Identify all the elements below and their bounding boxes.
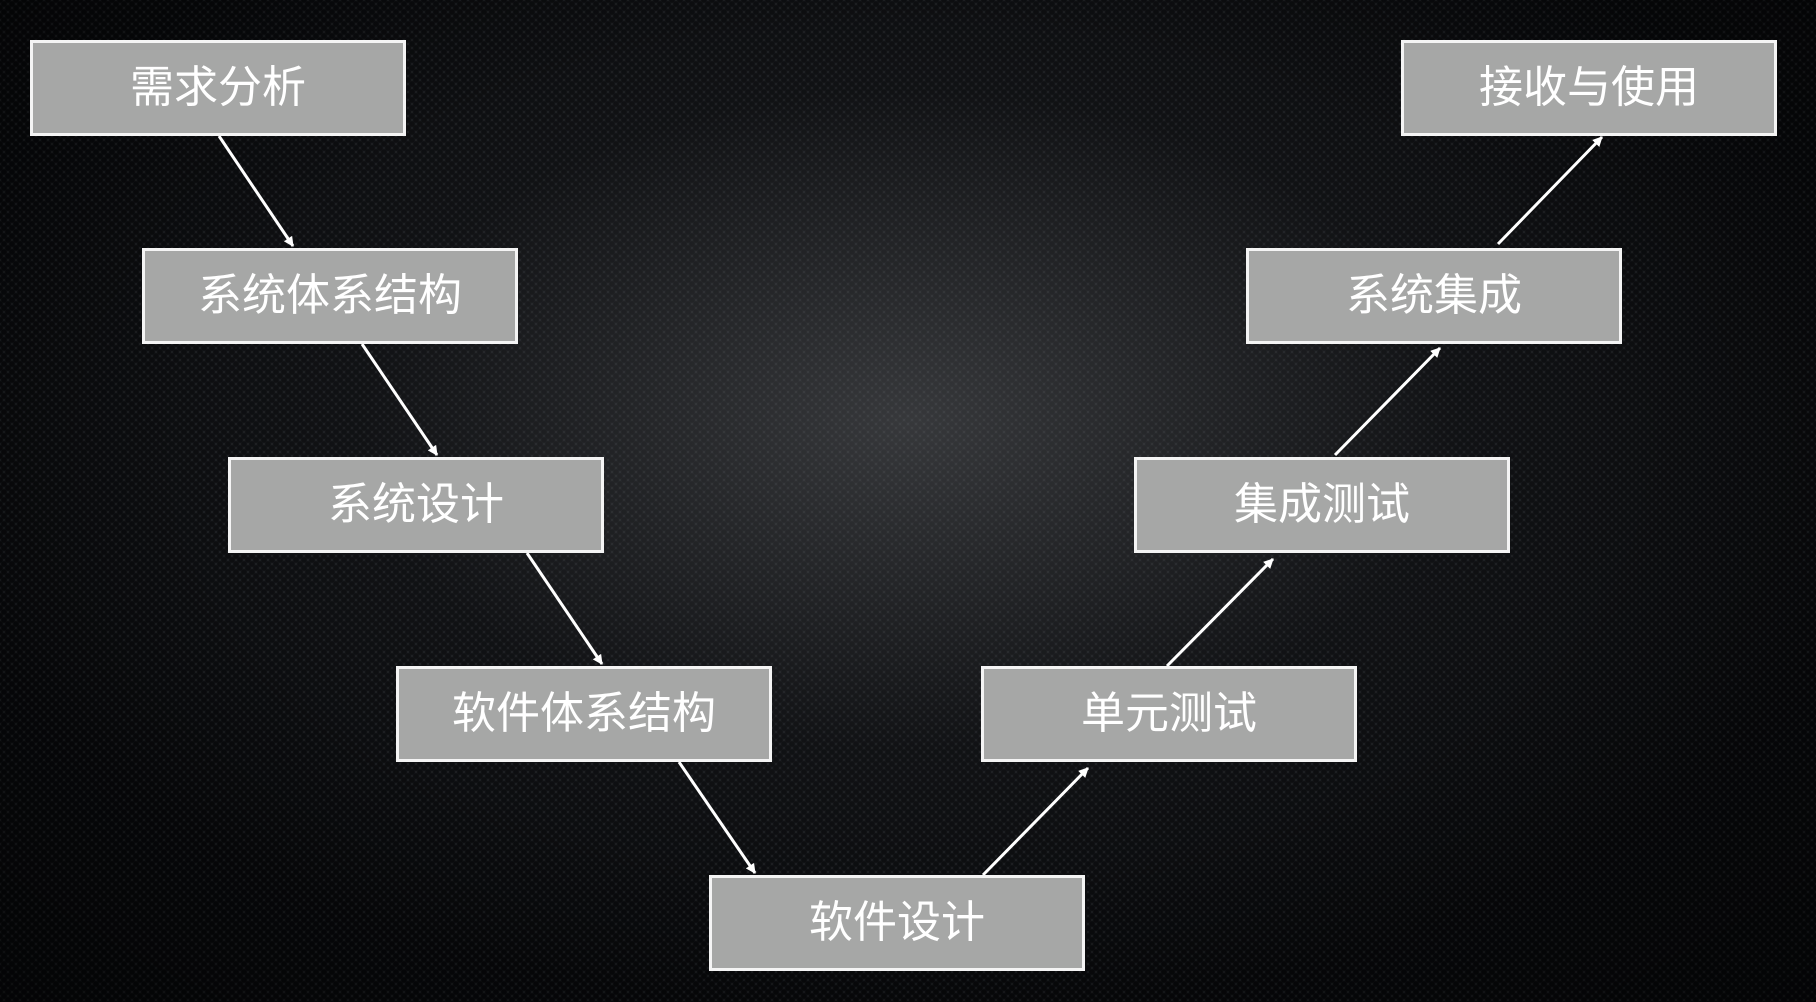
arrow-unit-test-to-integration-test xyxy=(1165,557,1275,668)
node-system-design: 系统设计 xyxy=(228,457,604,553)
arrow-requirements-to-system-architecture xyxy=(217,135,295,247)
node-requirements-analysis: 需求分析 xyxy=(30,40,406,136)
arrow-software-architecture-to-software-design xyxy=(677,761,757,874)
arrow-system-integration-to-acceptance xyxy=(1496,135,1604,246)
node-acceptance-and-use: 接收与使用 xyxy=(1401,40,1777,136)
node-software-architecture: 软件体系结构 xyxy=(396,666,772,762)
node-system-integration: 系统集成 xyxy=(1246,248,1622,344)
arrow-integration-test-to-system-integration xyxy=(1333,346,1442,457)
node-unit-test: 单元测试 xyxy=(981,666,1357,762)
arrow-system-design-to-software-architecture xyxy=(525,552,604,665)
arrow-software-design-to-unit-test xyxy=(981,766,1090,877)
node-integration-test: 集成测试 xyxy=(1134,457,1510,553)
node-system-architecture: 系统体系结构 xyxy=(142,248,518,344)
node-software-design: 软件设计 xyxy=(709,875,1085,971)
arrow-system-architecture-to-system-design xyxy=(360,343,439,456)
